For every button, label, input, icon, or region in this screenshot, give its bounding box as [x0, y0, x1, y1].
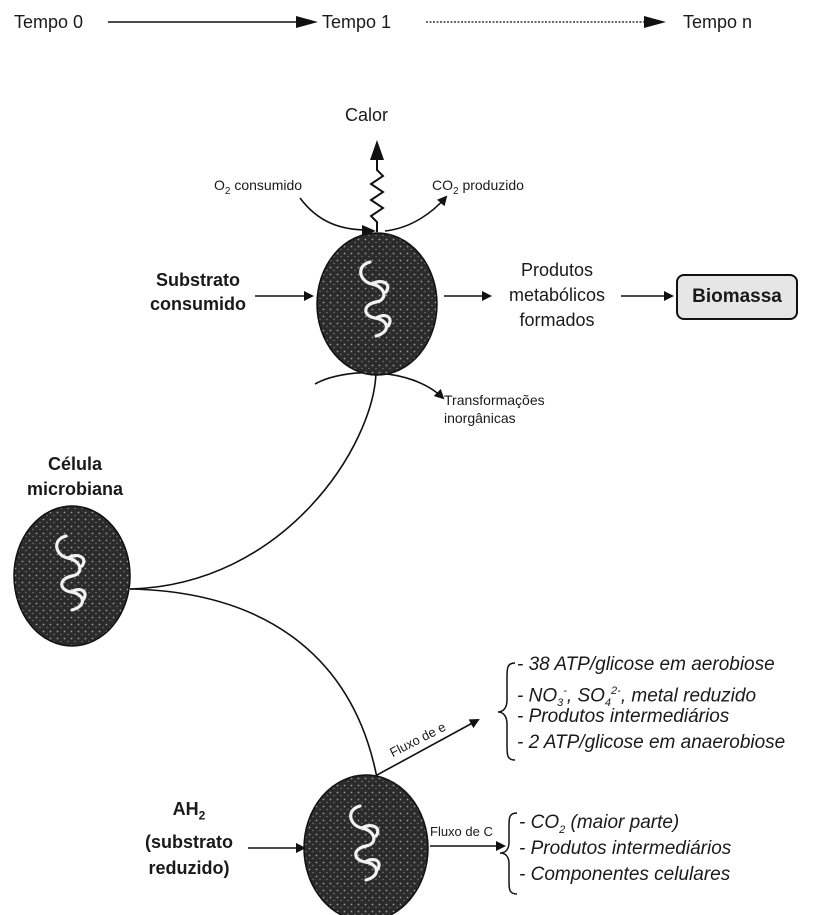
- timeline-label-t0: Tempo 0: [14, 12, 84, 32]
- carbon-list-item: - Componentes celulares: [519, 864, 731, 885]
- left-cell: [13, 505, 131, 647]
- co2-arc: [384, 195, 448, 232]
- o2-label: O2 consumido: [214, 177, 303, 197]
- timeline-label-t1: Tempo 1: [322, 12, 392, 32]
- timeline-arrowhead-1: [296, 16, 318, 28]
- inorganic-arc: [314, 371, 445, 400]
- top-cell-body: [316, 232, 438, 376]
- curve-left-to-bottom: [129, 588, 378, 779]
- curve-left-to-top: [129, 371, 377, 590]
- top-cell-dna-icon: [359, 260, 392, 338]
- bottom-cell: [303, 774, 429, 915]
- timeline-arrowhead-2: [644, 16, 666, 28]
- heat-arrow: [369, 158, 385, 232]
- electron-flow-arrow: [376, 719, 480, 776]
- o2-arc: [299, 197, 369, 231]
- heat-label: Calor: [345, 105, 389, 125]
- carbon-list-brace: [499, 812, 518, 895]
- biomass-box: Biomassa: [676, 274, 798, 320]
- carbon-flow-label: Fluxo de C: [430, 824, 493, 839]
- electron-list: - 38 ATP/glicose em aerobiose - NO3-, SO…: [517, 653, 785, 757]
- carbon-list-item: - Produtos intermediários: [519, 838, 732, 859]
- electron-list-item: - 2 ATP/glicose em anaerobiose: [517, 732, 786, 753]
- electron-list-item: - 38 ATP/glicose em aerobiose: [517, 654, 775, 675]
- top-cell: [316, 232, 438, 376]
- ah2-label: AH2 (substrato reduzido): [144, 799, 233, 878]
- electron-list-item: - NO3-, SO42-, metal reduzido: [517, 685, 757, 710]
- timeline-label-tn: Tempo n: [683, 12, 753, 32]
- o2-arrowhead: [362, 225, 376, 236]
- heat-arrowhead: [370, 140, 384, 160]
- timeline-arrows: [108, 16, 666, 28]
- co2-label: CO2 produzido: [432, 177, 524, 197]
- left-cell-dna-icon: [55, 534, 87, 612]
- electron-list-item: - Produtos intermediários: [517, 706, 730, 727]
- carbon-list-item: - CO2 (maior parte): [519, 812, 680, 836]
- electron-list-brace: [497, 662, 516, 761]
- carbon-list: - CO2 (maior parte) - Produtos intermedi…: [519, 811, 731, 889]
- bottom-cell-dna-icon: [349, 804, 381, 882]
